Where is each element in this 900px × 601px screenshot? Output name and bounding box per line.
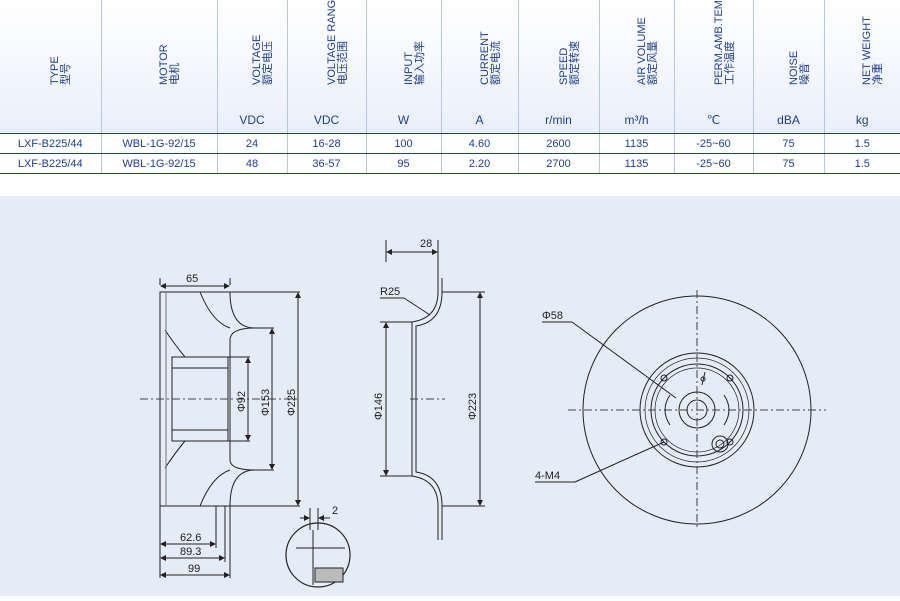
technical-drawing-panel: 65 Φ92 Φ153 Φ225 62.6 89.3 99 2 — [0, 196, 900, 596]
dim-99: 99 — [188, 563, 200, 575]
header-noise-cn: 噪音 — [799, 63, 811, 85]
header-air-volume-unit: m³/h — [600, 113, 674, 127]
header-air-volume-cn: 额定风量 — [647, 41, 659, 85]
dim-phi225: Φ225 — [286, 389, 298, 416]
header-speed-en: SPEED — [558, 48, 570, 85]
dim-89-3: 89.3 — [180, 546, 201, 558]
header-speed-unit: r/min — [519, 113, 599, 127]
table-cell: 95 — [366, 154, 441, 174]
table-cell: -25~60 — [674, 134, 753, 154]
dim-62-6: 62.6 — [180, 532, 201, 544]
dim-phi153: Φ153 — [260, 389, 272, 416]
table-cell: 16-28 — [287, 134, 366, 154]
dim-phi146: Φ146 — [373, 393, 385, 420]
table-cell: WBL-1G-92/15 — [101, 134, 217, 154]
header-input-en: INPUT — [403, 52, 415, 85]
table-cell: 75 — [753, 154, 824, 174]
header-voltage-unit: VDC — [218, 113, 287, 127]
side-view — [140, 278, 350, 587]
dim-phi58: Φ58 — [542, 310, 563, 322]
table-cell: 1135 — [599, 154, 674, 174]
dim-4m4: 4-M4 — [535, 470, 560, 482]
header-weight-unit: kg — [825, 113, 900, 127]
header-noise-en: NOISE — [788, 51, 800, 85]
dim-r25: R25 — [380, 286, 400, 298]
header-temp-en: PERM.AMB.TEMP — [713, 0, 725, 85]
table-cell: 2600 — [518, 134, 599, 154]
table-cell: 36-57 — [287, 154, 366, 174]
table-cell: 2.20 — [441, 154, 518, 174]
dim-65: 65 — [186, 273, 198, 285]
header-speed-cn: 额定转速 — [569, 41, 581, 85]
dim-28: 28 — [420, 238, 432, 250]
table-cell: 4.60 — [441, 134, 518, 154]
dim-2: 2 — [332, 505, 338, 517]
table-cell: 100 — [366, 134, 441, 154]
technical-drawing: 65 Φ92 Φ153 Φ225 62.6 89.3 99 2 — [0, 196, 900, 596]
dim-phi92: Φ92 — [236, 391, 248, 412]
header-voltage-range-unit: VDC — [288, 113, 366, 127]
header-current-unit: A — [442, 113, 518, 127]
header-temp-cn: 工作温度 — [724, 41, 736, 85]
header-weight-cn: 净重 — [872, 63, 884, 85]
table-row: LXF-B225/44 WBL-1G-92/15 24 16-28 100 4.… — [0, 134, 900, 154]
header-input-cn: 输入功率 — [414, 41, 426, 85]
table-cell: 1135 — [599, 134, 674, 154]
header-motor-cn: 电机 — [169, 63, 181, 85]
table-cell: -25~60 — [674, 154, 753, 174]
header-current-en: CURRENT — [479, 31, 491, 85]
header-type-cn: 型号 — [60, 63, 72, 85]
table-cell: LXF-B225/44 — [0, 154, 101, 174]
header-current-cn: 额定电流 — [490, 41, 502, 85]
section-view — [380, 240, 485, 540]
dim-phi223: Φ223 — [467, 393, 479, 420]
table-cell: 24 — [217, 134, 287, 154]
header-voltage-range-cn: 电压范围 — [337, 41, 349, 85]
header-temp-unit: ℃ — [675, 113, 753, 127]
header-voltage-range-en: VOLTAGE RANGE — [326, 0, 338, 85]
header-voltage-cn: 额定电压 — [262, 41, 274, 85]
table-cell: 75 — [753, 134, 824, 154]
header-air-volume-en: AIR VOLUME — [636, 17, 648, 85]
table-cell: 2700 — [518, 154, 599, 174]
front-view — [535, 290, 826, 530]
header-noise-unit: dBA — [754, 113, 824, 127]
table-cell: 1.5 — [824, 134, 900, 154]
table-cell: 48 — [217, 154, 287, 174]
table-cell: WBL-1G-92/15 — [101, 154, 217, 174]
table-row: LXF-B225/44 WBL-1G-92/15 48 36-57 95 2.2… — [0, 154, 900, 174]
table-cell: 1.5 — [824, 154, 900, 174]
table-cell: LXF-B225/44 — [0, 134, 101, 154]
header-input-unit: W — [367, 113, 441, 127]
